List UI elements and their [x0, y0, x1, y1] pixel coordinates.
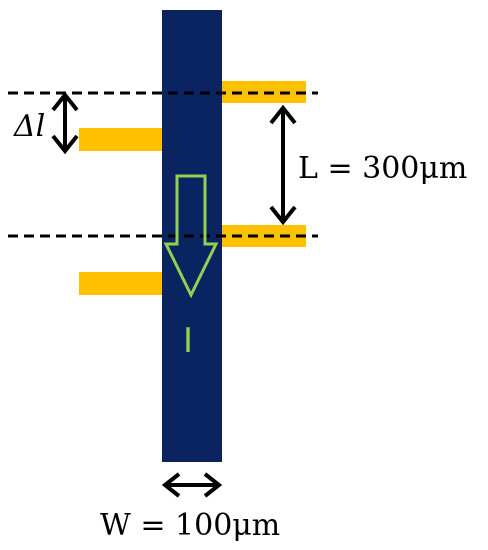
pad-left-top [79, 128, 162, 151]
pad-left-bottom [79, 272, 162, 295]
delta-l-arrow-icon [51, 91, 79, 155]
length-label: L = 300μm [298, 151, 467, 186]
length-arrow-icon [269, 104, 297, 226]
delta-l-label: Δl [13, 109, 45, 144]
current-arrow-icon [163, 174, 219, 299]
width-arrow-icon [161, 472, 223, 498]
current-label: I [183, 321, 193, 361]
width-label: W = 100μm [100, 508, 280, 543]
